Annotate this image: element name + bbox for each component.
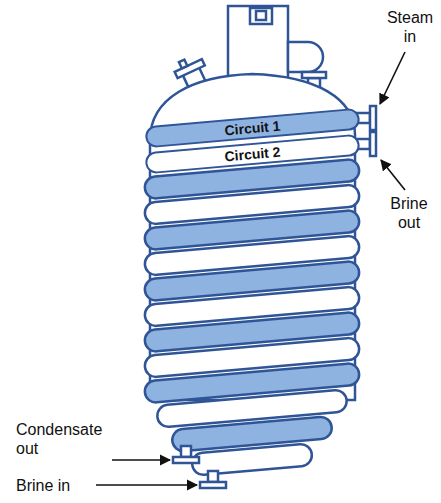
top-nozzle-box	[250, 8, 272, 24]
top-nozzle	[228, 6, 288, 78]
brine-in-flange	[200, 482, 226, 488]
leader-arrow	[381, 160, 405, 190]
stream-label: Brine out	[380, 194, 438, 232]
stream-label: Brine in	[16, 476, 96, 495]
stream-label: Steam in	[383, 8, 437, 46]
steam-flange	[370, 106, 376, 130]
top-nozzle-window	[256, 11, 266, 20]
side-nozzle	[288, 42, 323, 72]
leader-arrow	[380, 52, 405, 104]
condensate-flange	[173, 457, 199, 463]
condensate-pipe	[181, 446, 191, 457]
stream-label: Condensate out	[16, 420, 108, 458]
circuit-label: Circuit 1	[223, 119, 280, 138]
brine-out-flange	[370, 132, 376, 156]
leader-arrow	[96, 484, 197, 486]
brine-in-pipe	[208, 471, 218, 482]
circuit-label: Circuit 2	[223, 144, 280, 163]
leader-arrow	[112, 459, 170, 461]
